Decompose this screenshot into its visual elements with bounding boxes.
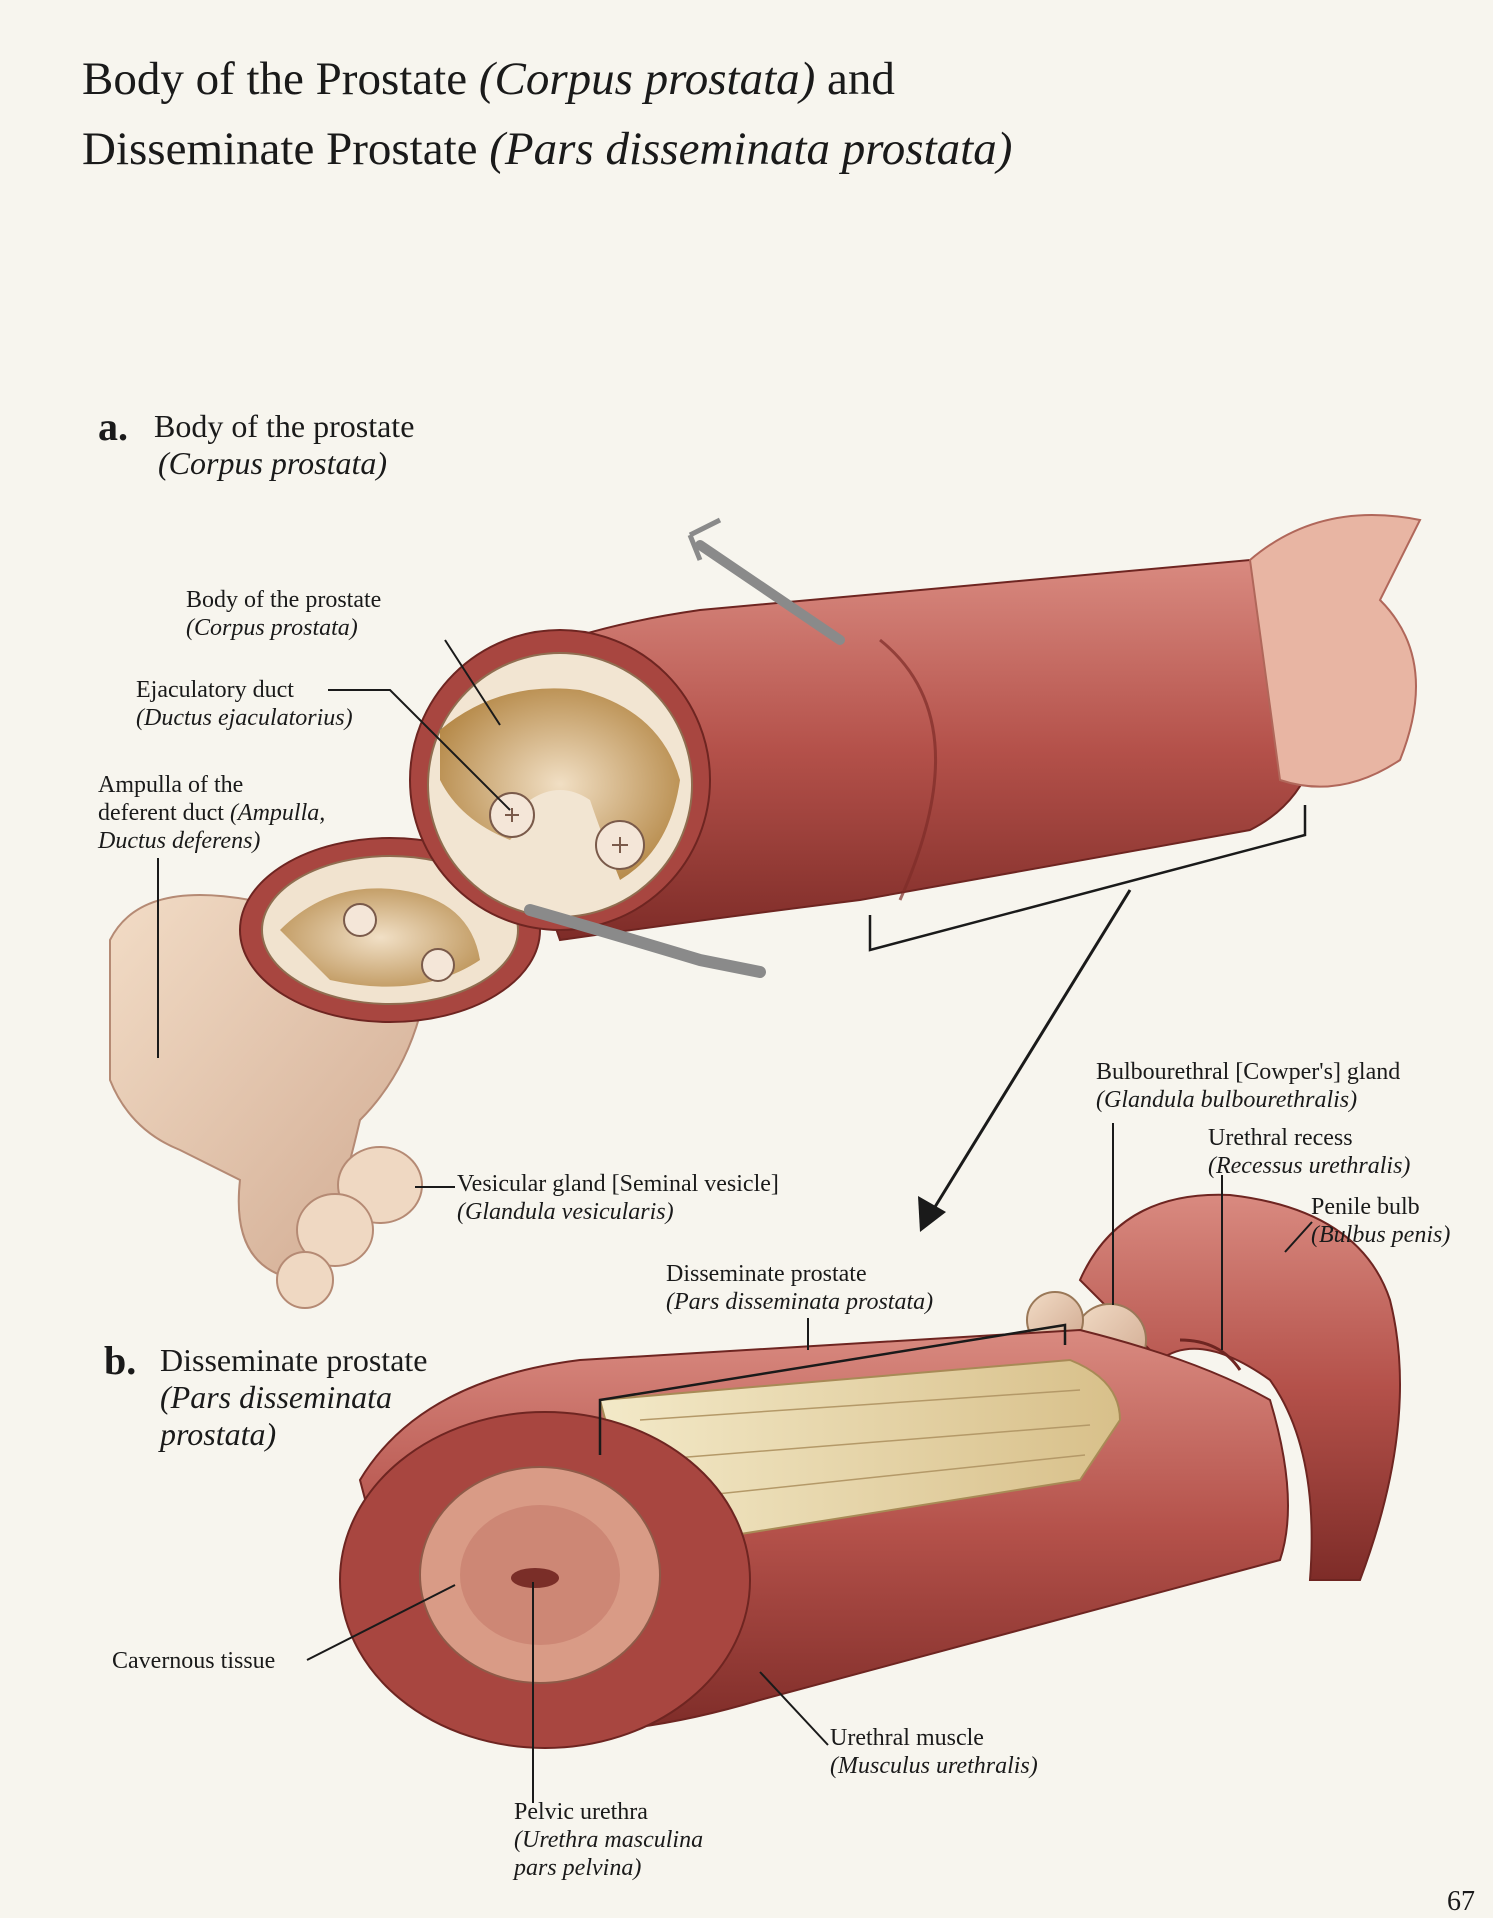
label-urethral-recess: Urethral recess(Recessus urethralis) — [1208, 1125, 1411, 1179]
urethral-recess — [1179, 1338, 1242, 1371]
page-title: Body of the Prostate (Corpus prostata) a… — [82, 44, 1012, 184]
forceps — [695, 540, 845, 645]
bracket-b — [598, 1323, 1067, 1455]
label-ejaculatory-duct: Ejaculatory duct(Ductus ejaculatorius) — [136, 677, 353, 731]
label-vesicular-gland: Vesicular gland [Seminal vesicle](Glandu… — [457, 1171, 779, 1225]
figure-a — [109, 514, 1422, 1309]
label-ampulla: Ampulla of the deferent duct (Ampulla, D… — [98, 772, 326, 854]
page-number: 67 — [1447, 1886, 1475, 1917]
label-bulbourethral-gland: Bulbourethral [Cowper's] gland(Glandula … — [1096, 1059, 1401, 1113]
pelvic-urethra-lumen — [511, 1568, 559, 1588]
title-line2: Disseminate Prostate (Pars disseminata p… — [82, 123, 1013, 175]
bracket-a — [868, 805, 1307, 952]
label-urethral-muscle: Urethral muscle(Musculus urethralis) — [830, 1725, 1038, 1779]
inner-glandular-layer — [598, 1358, 1122, 1552]
scalpel — [524, 904, 766, 978]
arrow-a-to-b — [928, 889, 1132, 1216]
figure-b — [339, 1193, 1401, 1749]
penile-bulb — [1078, 1193, 1401, 1581]
label-cavernous-tissue: Cavernous tissue — [112, 1648, 276, 1674]
label-disseminate-prostate: Disseminate prostate(Pars disseminata pr… — [666, 1261, 934, 1315]
label-penile-bulb: Penile bulb(Bulbus penis) — [1311, 1194, 1451, 1248]
leader-lines — [157, 639, 1313, 1803]
label-body-of-prostate: Body of the prostate(Corpus prostata) — [186, 587, 382, 641]
title-line1: Body of the Prostate (Corpus prostata) a… — [82, 53, 895, 105]
